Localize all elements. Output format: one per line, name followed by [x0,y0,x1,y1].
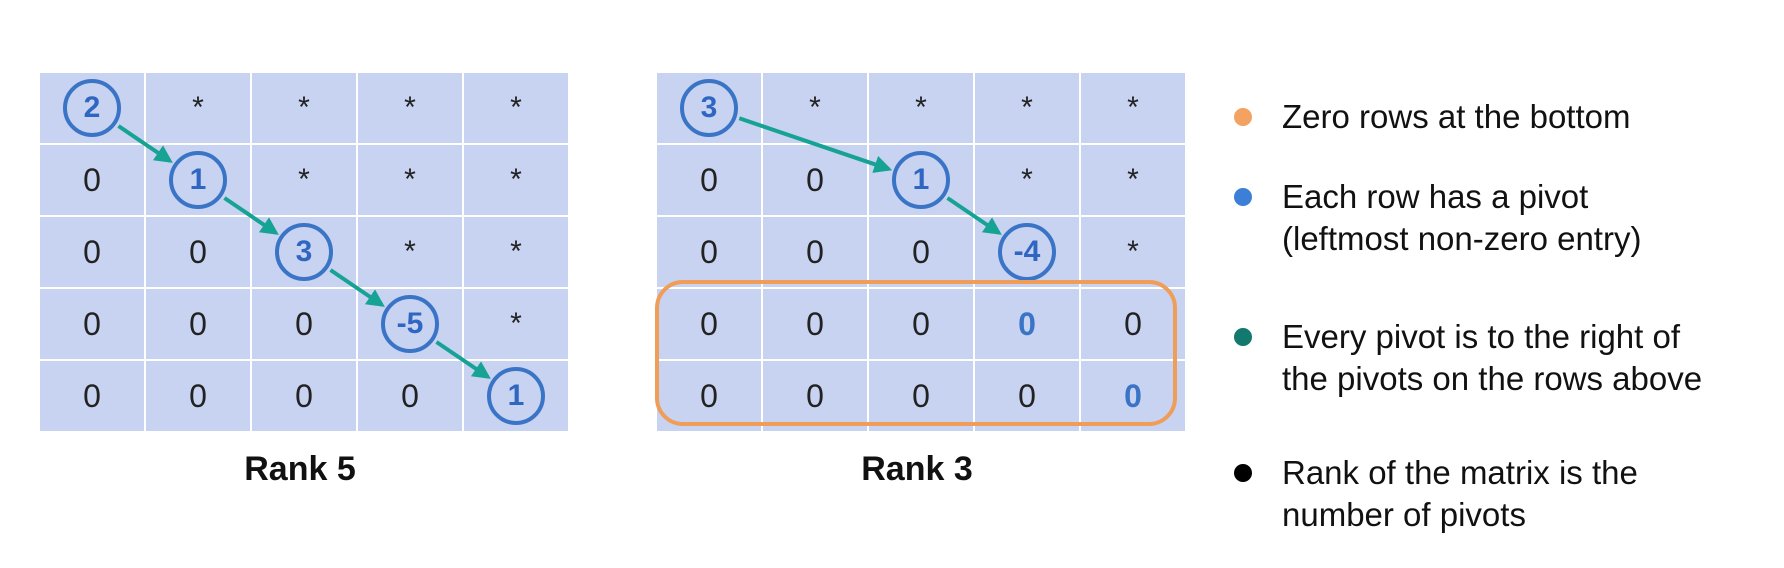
pivot-circle: -4 [998,223,1056,281]
matrix-cell: * [763,73,867,143]
caption-rank-5: Rank 5 [244,450,356,488]
matrix-cell: -4 [975,217,1079,287]
pivot-circle: 3 [275,223,333,281]
matrix-cell: * [358,217,462,287]
matrix-cell: 0 [869,361,973,431]
matrix-cell: 0 [1081,361,1185,431]
pivot-circle: -5 [381,295,439,353]
legend-text: Each row has a pivot(leftmost non-zero e… [1282,178,1642,257]
matrix-cell: 0 [40,217,144,287]
matrix-cell: 1 [869,145,973,215]
matrix-cell: * [975,145,1079,215]
matrix-cell: * [1081,145,1185,215]
matrix-cell: * [146,73,250,143]
matrix-cell: * [1081,217,1185,287]
matrix-cell: * [869,73,973,143]
orange-dot-icon [1234,108,1252,126]
matrix-cell: 0 [146,217,250,287]
matrix-cell: 0 [252,289,356,359]
pivot-circle: 1 [169,151,227,209]
matrix-cell: * [464,145,568,215]
matrix-cell: 0 [146,289,250,359]
matrix-cell: 1 [464,361,568,431]
matrix-cell: 0 [975,361,1079,431]
pivot-circle: 3 [680,79,738,137]
matrix-cell: 0 [869,289,973,359]
matrix-cell: 3 [252,217,356,287]
caption-rank-3: Rank 3 [861,450,973,488]
matrix-cell: 0 [657,145,761,215]
black-dot-icon [1234,464,1252,482]
matrix-cell: * [1081,73,1185,143]
matrix-cell: 0 [763,289,867,359]
pivot-circle: 1 [487,367,545,425]
matrix-cell: * [975,73,1079,143]
legend-text: Zero rows at the bottom [1282,98,1631,135]
pivot-circle: 1 [892,151,950,209]
matrix-cell: 0 [146,361,250,431]
blue-dot-icon [1234,188,1252,206]
matrix-cell: 0 [763,217,867,287]
matrix-cell: -5 [358,289,462,359]
teal-dot-icon [1234,328,1252,346]
matrix-cell: * [464,289,568,359]
matrix-cell: 0 [657,217,761,287]
pivot-circle: 2 [63,79,121,137]
matrix-cell: * [252,73,356,143]
matrix-cell: * [464,73,568,143]
matrix-cell: 0 [40,361,144,431]
matrix-cell: * [358,145,462,215]
zero-rows-highlight [655,280,1177,426]
matrix-cell: 2 [40,73,144,143]
matrix-cell: 3 [657,73,761,143]
matrix-cell: * [358,73,462,143]
matrix-cell: 0 [975,289,1079,359]
matrix-cell: 0 [40,289,144,359]
matrix-cell: 0 [763,145,867,215]
legend-item-pivot: Each row has a pivot(leftmost non-zero e… [1234,176,1774,260]
matrix-cell: 0 [40,145,144,215]
matrix-cell: 1 [146,145,250,215]
legend-item-zero-rows: Zero rows at the bottom [1234,96,1774,138]
matrix-cell: 0 [763,361,867,431]
matrix-cell: 0 [252,361,356,431]
matrix-cell: * [464,217,568,287]
matrix-cell: 0 [358,361,462,431]
matrix-cell: 0 [869,217,973,287]
matrix-cell: * [252,145,356,215]
